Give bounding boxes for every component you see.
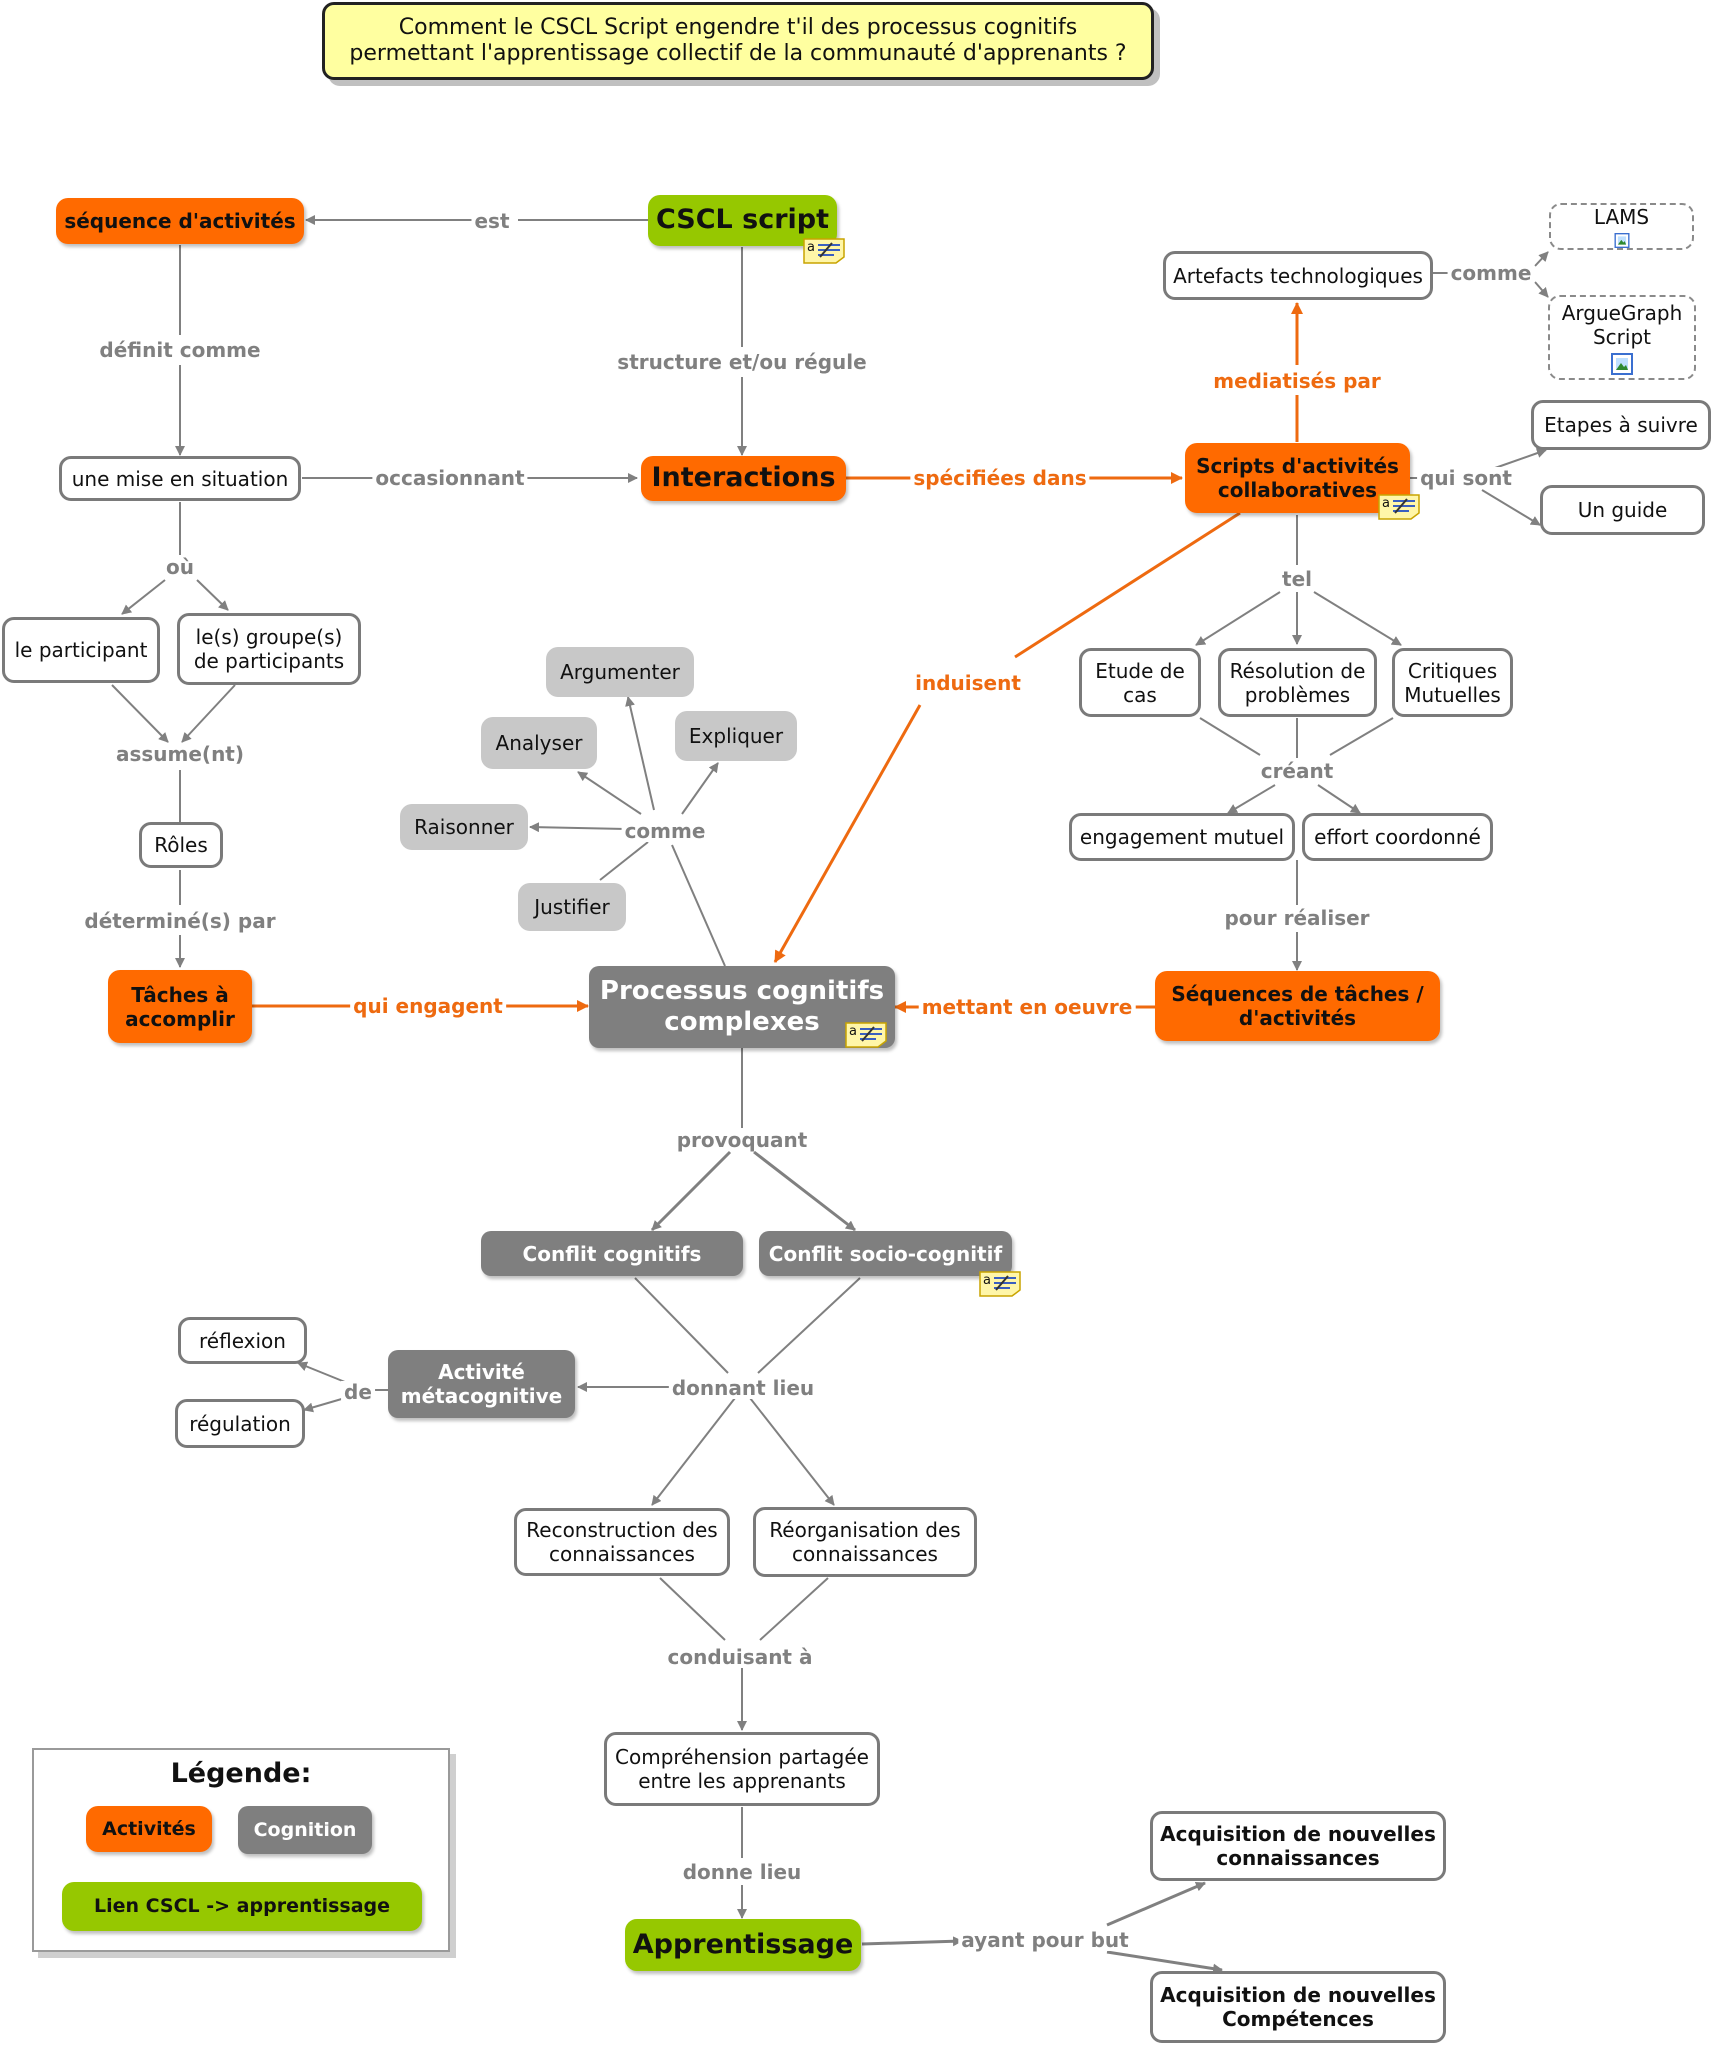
link-label-donne-lieu: donne lieu	[679, 1861, 805, 1883]
node-cscl-script[interactable]: CSCL script	[648, 195, 837, 246]
legend: Légende: Activités Cognition Lien CSCL -…	[32, 1748, 450, 1952]
node-mise-en-situation[interactable]: une mise en situation	[59, 456, 301, 501]
node-resolution[interactable]: Résolution de problèmes	[1218, 648, 1377, 717]
link-label-comme-artefacts: comme	[1447, 262, 1535, 284]
svg-text:a: a	[849, 1024, 857, 1039]
node-engagement[interactable]: engagement mutuel	[1069, 813, 1295, 861]
node-roles[interactable]: Rôles	[139, 822, 223, 868]
node-critiques[interactable]: Critiques Mutuelles	[1392, 648, 1513, 717]
node-groupes[interactable]: le(s) groupe(s) de participants	[177, 613, 361, 685]
node-sequence-activites[interactable]: séquence d'activités	[56, 198, 304, 244]
node-sequences-taches[interactable]: Séquences de tâches / d'activités	[1155, 971, 1440, 1041]
link-label-tel: tel	[1279, 568, 1315, 590]
node-etapes[interactable]: Etapes à suivre	[1531, 400, 1711, 450]
node-processus-cognitifs[interactable]: Processus cognitifs complexes	[589, 966, 895, 1048]
svg-text:a: a	[807, 240, 815, 255]
legend-lien-cscl: Lien CSCL -> apprentissage	[62, 1882, 422, 1931]
link-label-definit-comme: définit comme	[96, 339, 264, 361]
node-apprentissage[interactable]: Apprentissage	[625, 1919, 861, 1971]
note-icon[interactable]: a	[802, 237, 846, 265]
node-raisonner[interactable]: Raisonner	[400, 804, 528, 850]
node-participant[interactable]: le participant	[2, 617, 160, 683]
node-guide[interactable]: Un guide	[1540, 485, 1705, 535]
node-artefacts-technologiques[interactable]: Artefacts technologiques	[1163, 251, 1433, 300]
image-icon	[1611, 352, 1633, 375]
link-label-qui-sont: qui sont	[1417, 467, 1515, 489]
node-activite-metacognitive[interactable]: Activité métacognitive	[388, 1350, 575, 1418]
node-taches[interactable]: Tâches à accomplir	[108, 970, 252, 1043]
node-arguegraph-label: ArgueGraph Script	[1561, 300, 1683, 349]
node-interactions[interactable]: Interactions	[641, 456, 846, 501]
node-lams-label: LAMS	[1593, 205, 1650, 229]
node-analyser[interactable]: Analyser	[481, 717, 597, 769]
link-label-assument: assume(nt)	[112, 743, 248, 765]
node-reconstruction[interactable]: Reconstruction des connaissances	[514, 1508, 730, 1576]
link-label-comme-processus: comme	[621, 820, 709, 842]
link-label-induisent: induisent	[912, 672, 1024, 694]
link-label-est: est	[471, 210, 513, 232]
page-title: Comment le CSCL Script engendre t'il des…	[322, 2, 1154, 80]
node-regulation[interactable]: régulation	[175, 1399, 305, 1448]
svg-text:a: a	[983, 1273, 991, 1288]
link-label-determines-par: déterminé(s) par	[81, 910, 279, 932]
svg-text:a: a	[1382, 496, 1390, 511]
link-label-creant: créant	[1257, 760, 1337, 782]
legend-cognition: Cognition	[238, 1806, 372, 1854]
node-acquisition-competences[interactable]: Acquisition de nouvelles Compétences	[1150, 1971, 1446, 2043]
node-effort[interactable]: effort coordonné	[1302, 813, 1493, 861]
note-icon[interactable]: a	[978, 1270, 1022, 1298]
node-lams[interactable]: LAMS	[1549, 203, 1694, 250]
legend-activites: Activités	[86, 1806, 212, 1852]
link-label-ayant-pour-but: ayant pour but	[958, 1929, 1132, 1951]
node-justifier[interactable]: Justifier	[518, 883, 626, 931]
legend-title: Légende:	[170, 1758, 312, 1789]
image-icon	[1614, 233, 1629, 248]
node-conflit-socio[interactable]: Conflit socio-cognitif	[759, 1231, 1012, 1276]
link-label-mediatises-par: mediatisés par	[1210, 370, 1384, 392]
note-icon[interactable]: a	[1377, 493, 1421, 521]
link-label-conduisant-a: conduisant à	[664, 1646, 816, 1668]
node-arguegraph[interactable]: ArgueGraph Script	[1548, 295, 1696, 380]
link-label-mettant-en-oeuvre: mettant en oeuvre	[918, 996, 1136, 1018]
link-label-specifiees-dans: spécifiées dans	[910, 467, 1090, 489]
link-label-pour-realiser: pour réaliser	[1221, 907, 1373, 929]
node-etude-cas[interactable]: Etude de cas	[1079, 648, 1201, 717]
link-label-structure: structure et/ou régule	[614, 351, 870, 373]
node-conflit-cognitifs[interactable]: Conflit cognitifs	[481, 1231, 743, 1276]
node-comprehension[interactable]: Compréhension partagée entre les apprena…	[604, 1732, 880, 1806]
link-label-ou: où	[163, 556, 197, 578]
node-expliquer[interactable]: Expliquer	[675, 711, 797, 761]
node-reflexion[interactable]: réflexion	[178, 1317, 307, 1364]
link-label-provoquant: provoquant	[673, 1129, 811, 1151]
node-reorganisation[interactable]: Réorganisation des connaissances	[753, 1507, 977, 1577]
node-acquisition-connaissances[interactable]: Acquisition de nouvelles connaissances	[1150, 1811, 1446, 1881]
link-label-donnant-lieu: donnant lieu	[668, 1377, 818, 1399]
note-icon[interactable]: a	[844, 1021, 888, 1049]
node-scripts-collaboratives[interactable]: Scripts d'activités collaboratives	[1185, 443, 1410, 513]
link-label-occasionnant: occasionnant	[372, 467, 528, 489]
link-label-de: de	[341, 1381, 375, 1403]
node-argumenter[interactable]: Argumenter	[546, 647, 694, 697]
link-label-qui-engagent: qui engagent	[350, 995, 506, 1017]
